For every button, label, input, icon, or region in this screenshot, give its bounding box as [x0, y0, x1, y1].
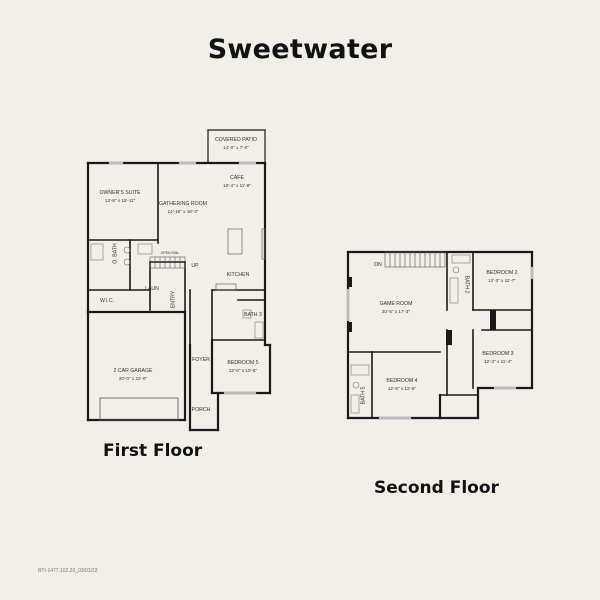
room-bath-2: BATH 2 — [463, 275, 470, 294]
room-bedroom-4: BEDROOM 4 12'-6" x 12'-9" — [386, 378, 418, 391]
room-bedroom-3: BEDROOM 3 12'-3" x 11'-4" — [482, 351, 514, 364]
room-laundry: LAUN — [145, 286, 159, 292]
room-owners-suite: OWNER'S SUITE 13'-8" x 15'-11" — [99, 190, 141, 203]
room-walk-in-closet: W.I.C. — [99, 298, 115, 304]
second-floor-walls — [346, 250, 534, 420]
room-game-room: GAME ROOM 20'-5" x 17'-3" — [379, 301, 413, 314]
room-bedroom-5: BEDROOM 5 12'-0" x 10'-8" — [227, 360, 259, 373]
stairs-up-label: UP — [191, 263, 199, 269]
room-porch: PORCH — [191, 407, 211, 413]
plan-title: Sweetwater — [207, 34, 393, 65]
room-covered-patio: COVERED PATIO 14'-0" x 7'-0" — [215, 137, 257, 150]
stairs-down-label: DN — [374, 262, 382, 268]
room-bath-5: BATH 5 — [360, 386, 367, 405]
first-floor-walls — [86, 129, 272, 432]
plan-reference-code: BTI-1477.102.20_03/01/22 — [38, 568, 98, 574]
open-rail-label: OPEN RAIL — [160, 251, 180, 255]
first-floor-label: First Floor — [103, 441, 203, 461]
bath-fixtures — [90, 243, 264, 339]
second-floor-label: Second Floor — [374, 478, 499, 498]
room-bath-3: BATH 3 — [244, 312, 262, 318]
room-foyer: FOYER — [192, 357, 210, 363]
first-floor-stairs — [149, 256, 186, 269]
room-cafe: CAFE 10'-4" x 11'-8" — [223, 175, 251, 188]
kitchen-fixtures — [215, 228, 266, 291]
second-floor-stairs — [384, 251, 446, 268]
room-garage: 2 CAR GARAGE 20'-0" x 22'-0" — [113, 368, 153, 381]
room-bedroom-2: BEDROOM 2 12'-3" x 11'-7" — [486, 270, 518, 283]
covered-patio-outline — [207, 129, 266, 164]
room-owner-bath: O. BATH — [112, 243, 119, 264]
garage-door — [99, 397, 179, 421]
room-kitchen: KITCHEN — [226, 272, 250, 278]
room-gathering-room: GATHERING ROOM 14'-10" x 18'-3" — [158, 201, 208, 214]
room-entry: ENTRY — [170, 290, 177, 309]
